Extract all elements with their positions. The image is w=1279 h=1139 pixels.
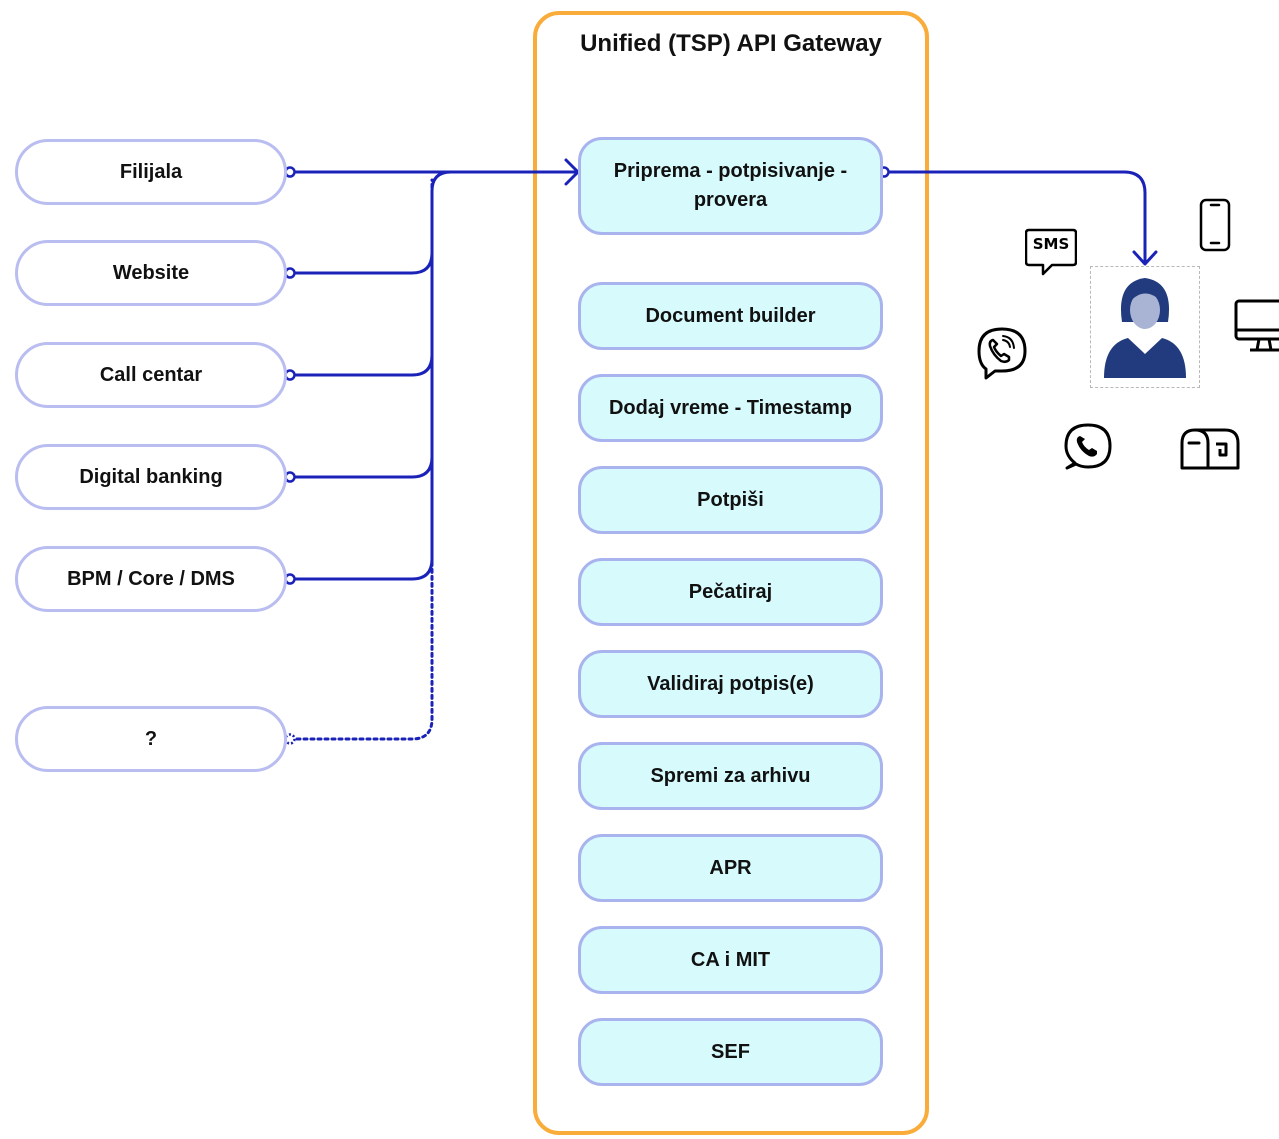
service-label: Pečatiraj bbox=[688, 580, 773, 603]
source-filijala[interactable]: Filijala bbox=[15, 139, 287, 205]
service-document-builder[interactable]: Document builder bbox=[578, 282, 883, 350]
service-pecatiraj[interactable]: Pečatiraj bbox=[578, 558, 883, 626]
service-label: Document builder bbox=[645, 304, 816, 327]
source-label: Digital banking bbox=[79, 465, 223, 488]
connector-website bbox=[288, 251, 434, 275]
connector-call-centar bbox=[288, 353, 434, 377]
user-avatar-icon bbox=[1104, 278, 1186, 378]
service-label: Dodaj vreme - Timestamp bbox=[608, 396, 853, 419]
mailbox-icon bbox=[1180, 428, 1240, 470]
user-frame bbox=[1090, 266, 1200, 388]
viber-icon bbox=[977, 327, 1027, 380]
source-label: BPM / Core / DMS bbox=[67, 567, 235, 590]
source-label: ? bbox=[144, 727, 158, 750]
source-label: Filijala bbox=[119, 160, 183, 183]
service-validiraj[interactable]: Validiraj potpis(e) bbox=[578, 650, 883, 718]
gateway-title: Unified (TSP) API Gateway bbox=[580, 30, 882, 57]
service-label: Priprema - potpisivanje - provera bbox=[613, 160, 848, 211]
service-label: Potpiši bbox=[697, 488, 764, 511]
source-bpm-core-dms[interactable]: BPM / Core / DMS bbox=[15, 546, 287, 612]
source-digital-banking[interactable]: Digital banking bbox=[15, 444, 287, 510]
service-label: Validiraj potpis(e) bbox=[647, 672, 814, 695]
service-label: CA i MIT bbox=[690, 948, 771, 971]
connector-to-user bbox=[884, 170, 1147, 264]
connector-digital-banking bbox=[288, 455, 434, 479]
connector-trunk bbox=[430, 170, 562, 562]
desktop-monitor-icon bbox=[1234, 299, 1279, 352]
service-label: Spremi za arhivu bbox=[650, 764, 811, 787]
source-label: Website bbox=[112, 261, 190, 284]
connector-bpm bbox=[288, 557, 434, 581]
service-priprema[interactable]: Priprema - potpisivanje - provera bbox=[578, 137, 883, 235]
source-unknown[interactable]: ? bbox=[15, 706, 287, 772]
service-label: SEF bbox=[711, 1040, 750, 1063]
source-label: Call centar bbox=[99, 363, 203, 386]
mobile-phone-icon bbox=[1199, 198, 1231, 252]
service-spremi-za-arhivu[interactable]: Spremi za arhivu bbox=[578, 742, 883, 810]
api-gateway-container bbox=[533, 11, 929, 1135]
whatsapp-icon bbox=[1064, 423, 1112, 470]
service-sef[interactable]: SEF bbox=[578, 1018, 883, 1086]
sms-icon: SMS bbox=[1025, 226, 1077, 278]
service-potpisi[interactable]: Potpiši bbox=[578, 466, 883, 534]
connector-unknown-dotted bbox=[288, 178, 434, 741]
sms-label: SMS bbox=[1032, 235, 1070, 253]
service-apr[interactable]: APR bbox=[578, 834, 883, 902]
service-ca-i-mit[interactable]: CA i MIT bbox=[578, 926, 883, 994]
source-website[interactable]: Website bbox=[15, 240, 287, 306]
arrow-head-user bbox=[1132, 250, 1158, 266]
service-label: APR bbox=[709, 856, 752, 879]
source-call-centar[interactable]: Call centar bbox=[15, 342, 287, 408]
service-timestamp[interactable]: Dodaj vreme - Timestamp bbox=[578, 374, 883, 442]
